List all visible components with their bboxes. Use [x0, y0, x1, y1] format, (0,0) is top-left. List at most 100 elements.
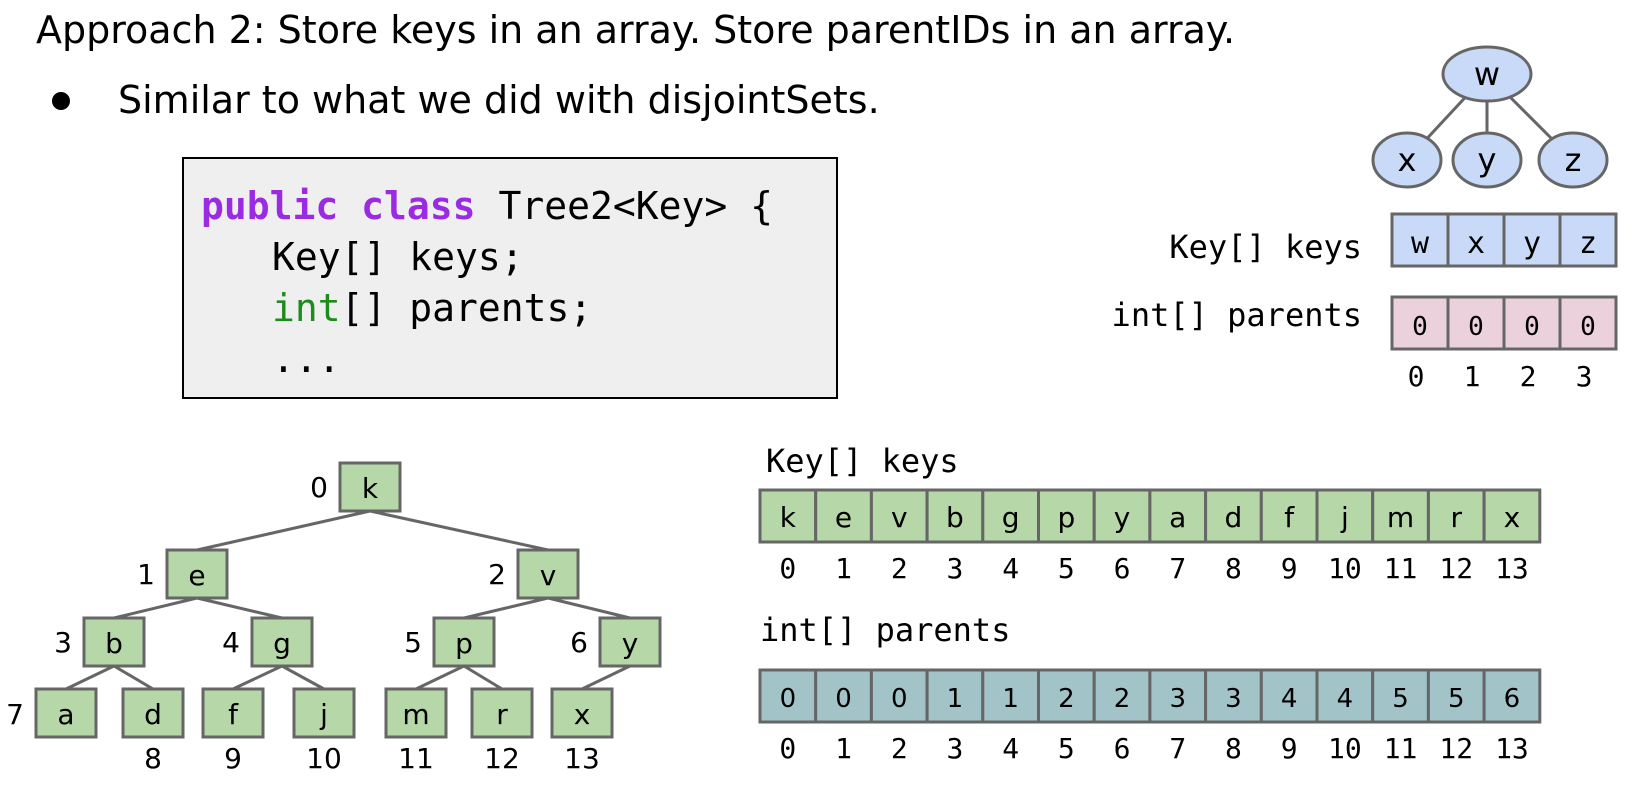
tree-node — [470, 687, 534, 739]
small-keys-cell-value: y — [1523, 226, 1541, 261]
big-parents-cell — [1371, 668, 1430, 724]
small-parents-cell — [1502, 295, 1562, 351]
tree-edge — [581, 664, 631, 691]
big-keys-cell-value: f — [1284, 501, 1295, 534]
big-parents-index-label: 13 — [1495, 732, 1529, 765]
tree-node — [550, 687, 614, 739]
code-ellipsis: ... — [272, 337, 341, 381]
small-keys-cell-value: w — [1411, 226, 1430, 261]
tree-node — [338, 461, 402, 513]
big-parents-index-label: 0 — [779, 732, 796, 765]
small-keys-cell — [1446, 212, 1506, 268]
tree-node-key: p — [455, 627, 473, 660]
big-parents-cell-value: 4 — [1337, 684, 1354, 714]
big-keys-index-label: 3 — [947, 552, 964, 585]
small-index-label: 2 — [1520, 360, 1537, 393]
code-line-3: int[] parents; — [201, 283, 836, 334]
big-keys-index-label: 5 — [1058, 552, 1075, 585]
small-parents-cell-value: 0 — [1468, 312, 1484, 342]
tree-edge — [415, 664, 465, 691]
big-parents-cell — [1037, 668, 1096, 724]
big-keys-cell — [925, 488, 985, 544]
big-keys-cell-value: j — [1340, 501, 1349, 534]
big-keys-index-label: 0 — [779, 552, 796, 585]
small-tree-node — [1537, 131, 1609, 189]
tree-node-index: 0 — [310, 471, 328, 504]
tree-edge — [463, 596, 549, 620]
big-parents-label: int[] parents — [760, 611, 1010, 649]
small-keys-cell — [1558, 212, 1618, 268]
code-line-1: public class Tree2<Key> { — [201, 181, 836, 232]
small-parents-cell-value: 0 — [1412, 312, 1428, 342]
big-parents-index-label: 1 — [835, 732, 852, 765]
big-keys-index-label: 11 — [1384, 552, 1418, 585]
tree-node-index: 4 — [222, 626, 240, 659]
tree-edge — [463, 664, 503, 691]
big-parents-cell-value: 1 — [1002, 684, 1019, 714]
big-keys-index-label: 12 — [1439, 552, 1473, 585]
tree-edge — [196, 596, 283, 620]
bullet-text: Similar to what we did with disjointSets… — [118, 78, 880, 122]
big-keys-cell — [1148, 488, 1208, 544]
big-keys-cell-value: g — [1002, 501, 1020, 534]
small-tree-node-label: w — [1474, 55, 1500, 93]
big-keys-cell-value: k — [780, 501, 797, 534]
code-keyword-public: public — [201, 184, 339, 228]
small-index-label: 1 — [1464, 360, 1481, 393]
big-parents-cell-value: 4 — [1281, 684, 1298, 714]
tree-node-key: a — [57, 698, 74, 731]
big-parents-cell-value: 6 — [1504, 684, 1521, 714]
big-parents-cell-value: 2 — [1058, 684, 1075, 714]
small-tree-node — [1451, 131, 1523, 189]
tree-node-key: x — [574, 698, 591, 731]
big-keys-cell — [1315, 488, 1375, 544]
tree-edge — [369, 509, 549, 552]
big-parents-cell-value: 1 — [947, 684, 964, 714]
tree-node-index: 11 — [398, 742, 434, 775]
tree-edge — [113, 664, 154, 691]
tree-node — [292, 687, 356, 739]
small-index-label: 0 — [1408, 360, 1425, 393]
big-parents-cell-value: 0 — [780, 684, 797, 714]
big-keys-index-label: 6 — [1114, 552, 1131, 585]
small-parents-label: int[] parents — [1112, 296, 1362, 334]
big-parents-index-label: 9 — [1281, 732, 1298, 765]
big-parents-index-label: 10 — [1328, 732, 1362, 765]
big-keys-cell-value: m — [1387, 501, 1414, 534]
big-keys-cell — [1204, 488, 1263, 544]
big-parents-cell-value: 5 — [1448, 684, 1465, 714]
big-keys-cell-value: y — [1114, 501, 1131, 534]
big-keys-cell-value: x — [1504, 501, 1521, 534]
big-keys-cell — [1259, 488, 1319, 544]
code-type-int: int — [272, 286, 341, 330]
small-parents-cell-value: 0 — [1580, 312, 1596, 342]
tree-node — [432, 616, 496, 668]
big-keys-index-label: 10 — [1328, 552, 1362, 585]
code-class-decl: Tree2<Key> { — [475, 184, 773, 228]
big-parents-index-label: 6 — [1114, 732, 1131, 765]
small-keys-label: Key[] keys — [1169, 228, 1362, 266]
tree-node-key: b — [105, 627, 123, 660]
big-parents-cell — [1482, 668, 1542, 724]
tree-node-key: k — [362, 472, 379, 505]
big-keys-cell — [1482, 488, 1542, 544]
tree-node — [250, 616, 314, 668]
big-parents-cell-value: 2 — [1114, 684, 1131, 714]
tree-edge — [547, 596, 631, 620]
big-keys-cell-value: r — [1450, 501, 1462, 534]
tree-edge — [281, 664, 325, 691]
tree-node-index: 2 — [488, 558, 506, 591]
tree-node-key: f — [228, 698, 239, 731]
big-parents-index-label: 3 — [947, 732, 964, 765]
big-keys-cell — [1426, 488, 1486, 544]
big-keys-index-label: 9 — [1281, 552, 1298, 585]
big-parents-cell-value: 0 — [835, 684, 852, 714]
big-keys-cell-value: e — [835, 501, 852, 534]
tree-node — [165, 548, 229, 600]
tree-node-key: v — [540, 559, 557, 592]
tree-node-index: 3 — [54, 626, 72, 659]
tree-node-index: 6 — [570, 626, 588, 659]
small-tree-node-label: y — [1478, 141, 1497, 179]
big-keys-index-label: 4 — [1002, 552, 1019, 585]
tree-edge — [196, 509, 371, 552]
